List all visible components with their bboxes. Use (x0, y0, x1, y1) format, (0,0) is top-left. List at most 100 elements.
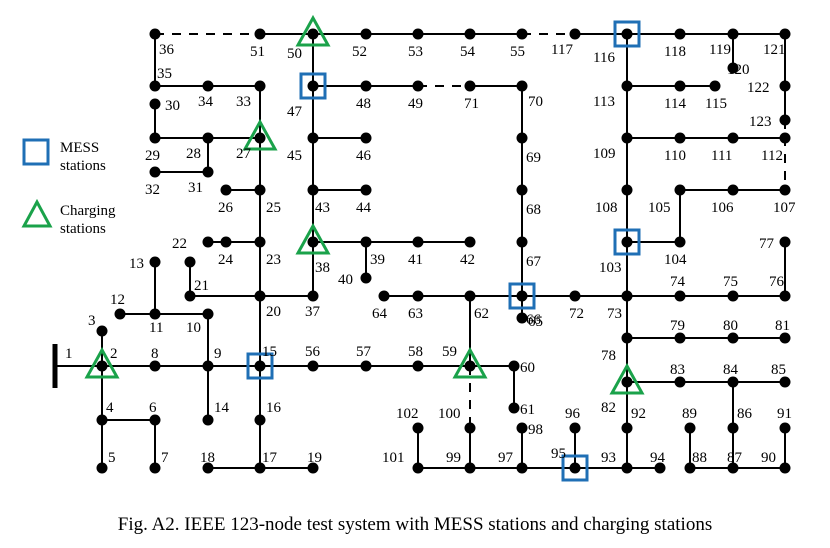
node-14-dot (202, 414, 214, 426)
node-45-dot (307, 132, 319, 144)
node-86-label: 86 (737, 406, 753, 422)
node-18-label: 18 (200, 450, 215, 466)
node-109-label: 109 (593, 146, 616, 162)
node-69-dot (516, 132, 528, 144)
node-19-dot (307, 462, 319, 474)
node-92-label: 92 (631, 406, 646, 422)
node-111-label: 111 (711, 148, 732, 164)
legend-mess-line1: MESS (60, 140, 99, 156)
node-52-label: 52 (352, 44, 367, 60)
charging-station-82 (609, 362, 645, 395)
node-50-dot (307, 28, 319, 40)
node-119-dot (727, 28, 739, 40)
node-55-label: 55 (510, 44, 525, 60)
node-102-dot (412, 422, 424, 434)
node-59-dot (464, 360, 476, 372)
node-106-dot (727, 184, 739, 196)
node-72-label: 72 (569, 306, 584, 322)
node-12-label: 12 (110, 292, 125, 308)
node-105-label: 105 (648, 200, 671, 216)
node-94-label: 94 (650, 450, 666, 466)
node-89-label: 89 (682, 406, 697, 422)
node-42-label: 42 (460, 252, 475, 268)
branch-lines (52, 33, 786, 469)
node-25-dot (254, 184, 266, 196)
node-88-label: 88 (692, 450, 707, 466)
node-24-dot (220, 236, 232, 248)
node-90-dot (779, 462, 791, 474)
node-24-label: 24 (218, 252, 234, 268)
node-49-dot (412, 80, 424, 92)
node-6-dot (149, 414, 161, 426)
node-75-label: 75 (723, 274, 738, 290)
node-116-label: 116 (593, 50, 615, 66)
node-105-dot (674, 184, 686, 196)
node-96-label: 96 (565, 406, 581, 422)
node-86-dot (727, 422, 739, 434)
node-40-label: 40 (338, 272, 353, 288)
node-8-label: 8 (151, 346, 159, 362)
node-41-dot (412, 236, 424, 248)
node-62-dot (464, 290, 476, 302)
node-101-label: 101 (382, 450, 405, 466)
node-51-label: 51 (250, 44, 265, 60)
node-67-dot (516, 236, 528, 248)
node-43-label: 43 (315, 200, 330, 216)
node-99-dot (464, 462, 476, 474)
node-56-label: 56 (305, 344, 321, 360)
node-59-label: 59 (442, 344, 457, 360)
node-39-label: 39 (370, 252, 385, 268)
node-113-dot (621, 80, 633, 92)
node-53-dot (412, 28, 424, 40)
node-104-dot (674, 236, 686, 248)
node-15-label: 15 (262, 344, 277, 360)
node-10-label: 10 (186, 320, 201, 336)
node-15-dot (254, 360, 266, 372)
node-48-label: 48 (356, 96, 371, 112)
mess-station-95 (561, 454, 589, 482)
node-53-label: 53 (408, 44, 423, 60)
node-73-label: 73 (607, 306, 622, 322)
node-108-dot (621, 184, 633, 196)
node-37-label: 37 (305, 304, 321, 320)
node-121-label: 121 (763, 42, 786, 58)
node-44-dot (360, 184, 372, 196)
legend-charging-line2: stations (60, 221, 106, 237)
node-22-label: 22 (172, 236, 187, 252)
node-85-label: 85 (771, 362, 786, 378)
node-67-label: 67 (526, 254, 542, 270)
node-82-dot (621, 376, 633, 388)
node-4-dot (96, 414, 108, 426)
node-93-dot (621, 462, 633, 474)
node-60-dot (508, 360, 520, 372)
node-20-dot (254, 290, 266, 302)
node-90-label: 90 (761, 450, 776, 466)
node-60-label: 60 (520, 360, 535, 376)
node-28-label: 28 (186, 146, 201, 162)
node-9-dot (202, 360, 214, 372)
node-7-dot (149, 462, 161, 474)
node-8-dot (149, 360, 161, 372)
node-34-dot (202, 80, 214, 92)
node-79-label: 79 (670, 318, 685, 334)
node-5-label: 5 (108, 450, 116, 466)
node-38-label: 38 (315, 260, 330, 276)
bus-nodes (96, 28, 791, 474)
node-89-dot (684, 422, 696, 434)
node-100-dot (464, 422, 476, 434)
node-46-dot (360, 132, 372, 144)
node-2-label: 2 (110, 346, 118, 362)
node-13-label: 13 (129, 256, 144, 272)
node-20-label: 20 (266, 304, 281, 320)
node-21-dot (184, 290, 196, 302)
charging-station-38 (295, 222, 331, 255)
node-19-label: 19 (307, 450, 322, 466)
node-35-dot (149, 80, 161, 92)
node-58-label: 58 (408, 344, 423, 360)
node-123-label: 123 (749, 114, 772, 130)
node-66-dot (516, 312, 528, 324)
charging-legend-icon (21, 198, 53, 228)
node-117-label: 117 (551, 42, 573, 58)
node-43-dot (307, 184, 319, 196)
node-13-dot (149, 256, 161, 268)
